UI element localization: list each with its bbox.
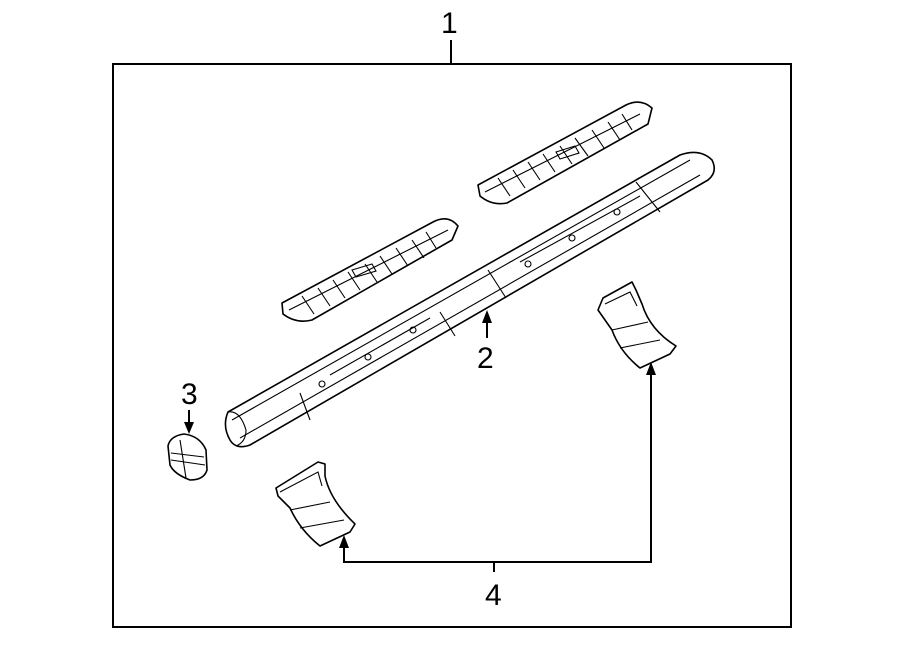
running-board <box>224 151 716 448</box>
callout-2-arrow <box>482 310 492 323</box>
callout-1-label: 1 <box>441 7 458 40</box>
callout-4-arrow-left <box>339 535 349 548</box>
mounting-bracket-rear <box>597 281 677 369</box>
callout-2-label: 2 <box>477 342 494 375</box>
callout-3-arrow <box>184 422 194 434</box>
callout-4-leader <box>343 372 652 563</box>
mounting-bracket-front <box>275 461 356 547</box>
step-pad-front <box>281 218 459 322</box>
callout-4-label: 4 <box>485 579 502 612</box>
step-pad-rear <box>477 101 653 205</box>
callout-4-arrow-right <box>646 362 656 375</box>
diagram-frame <box>112 63 792 628</box>
end-cap <box>167 433 208 481</box>
callout-3-label: 3 <box>181 378 198 411</box>
